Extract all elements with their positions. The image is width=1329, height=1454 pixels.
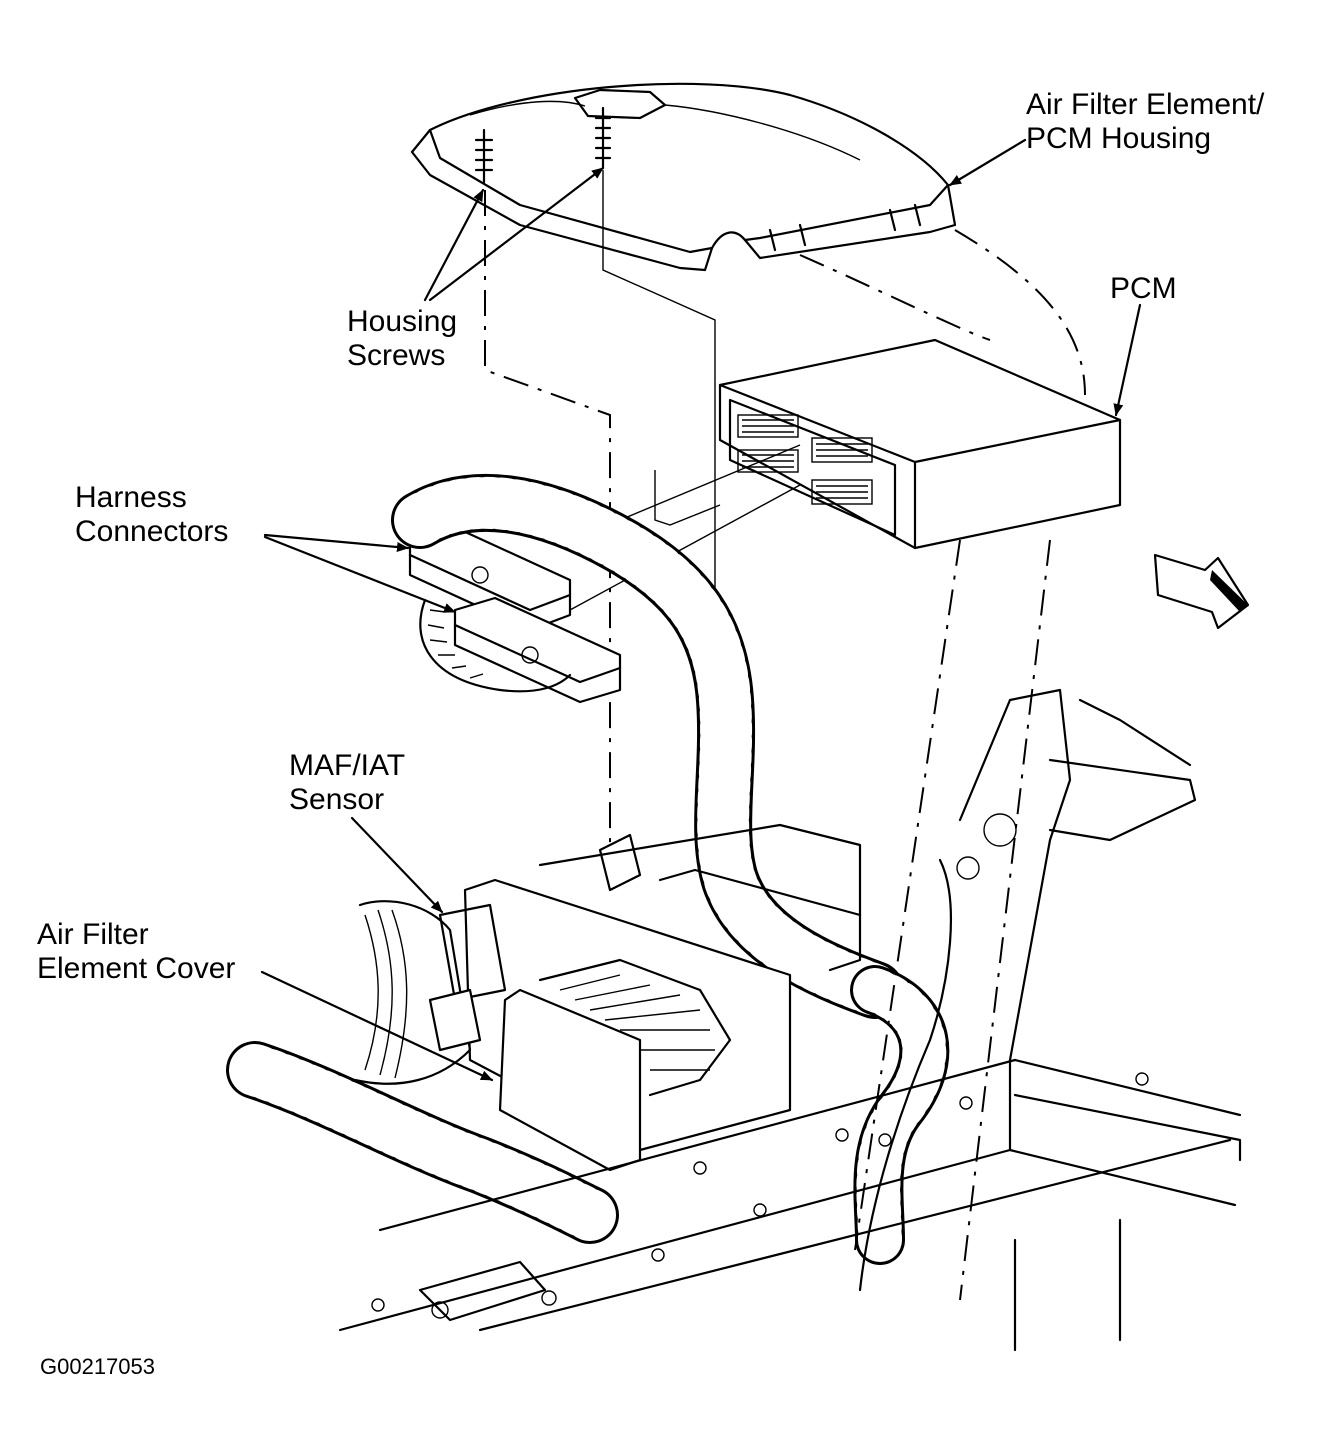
phantom-line (799, 254, 991, 341)
label-line: Air Filter (37, 918, 149, 951)
leader-maf-iat (350, 816, 444, 914)
leader-screw-left (423, 188, 485, 302)
maf-iat-sensor (353, 900, 507, 1085)
leader-pcm (1113, 303, 1142, 417)
label-line: Connectors (75, 515, 229, 548)
label-housing-screws: Housing Screws (347, 305, 457, 373)
leader-arrows (260, 138, 1142, 1082)
label-air-filter-element-cover: Air Filter Element Cover (37, 918, 235, 986)
wiring-harness (226, 473, 950, 1265)
label-harness-connectors: Harness Connectors (75, 481, 228, 549)
label-maf-iat-sensor: MAF/IAT Sensor (289, 749, 405, 817)
pcm-module (718, 338, 1122, 550)
label-line: Screws (347, 339, 446, 372)
label-line: Element Cover (37, 952, 236, 985)
connector-guide (654, 470, 721, 526)
leader-connector-lower (263, 535, 457, 614)
label-line: Air Filter Element/ (1026, 88, 1265, 121)
front-direction-arrow (1153, 553, 1250, 630)
label-line: Harness (75, 481, 187, 514)
phantom-line (954, 229, 1086, 396)
phantom-line (484, 190, 611, 850)
leader-screw-right (428, 166, 605, 302)
leader-connector-upper (263, 533, 410, 552)
pcm-housing-lid (410, 82, 957, 272)
figure-id: G00217053 (40, 1354, 155, 1379)
label-line: PCM Housing (1026, 122, 1212, 155)
vehicle-frame (338, 539, 1242, 1352)
air-cleaner-box (463, 823, 862, 1172)
label-line: Sensor (289, 783, 385, 816)
label-line: MAF/IAT (289, 749, 406, 782)
connector-guide (569, 484, 801, 611)
leader-filter-cover (260, 970, 494, 1082)
label-air-filter-element-pcm-housing: Air Filter Element/ PCM Housing (1026, 88, 1264, 156)
leader-housing (948, 138, 1027, 187)
label-pcm: PCM (1110, 272, 1177, 305)
label-line: Housing (347, 305, 458, 338)
